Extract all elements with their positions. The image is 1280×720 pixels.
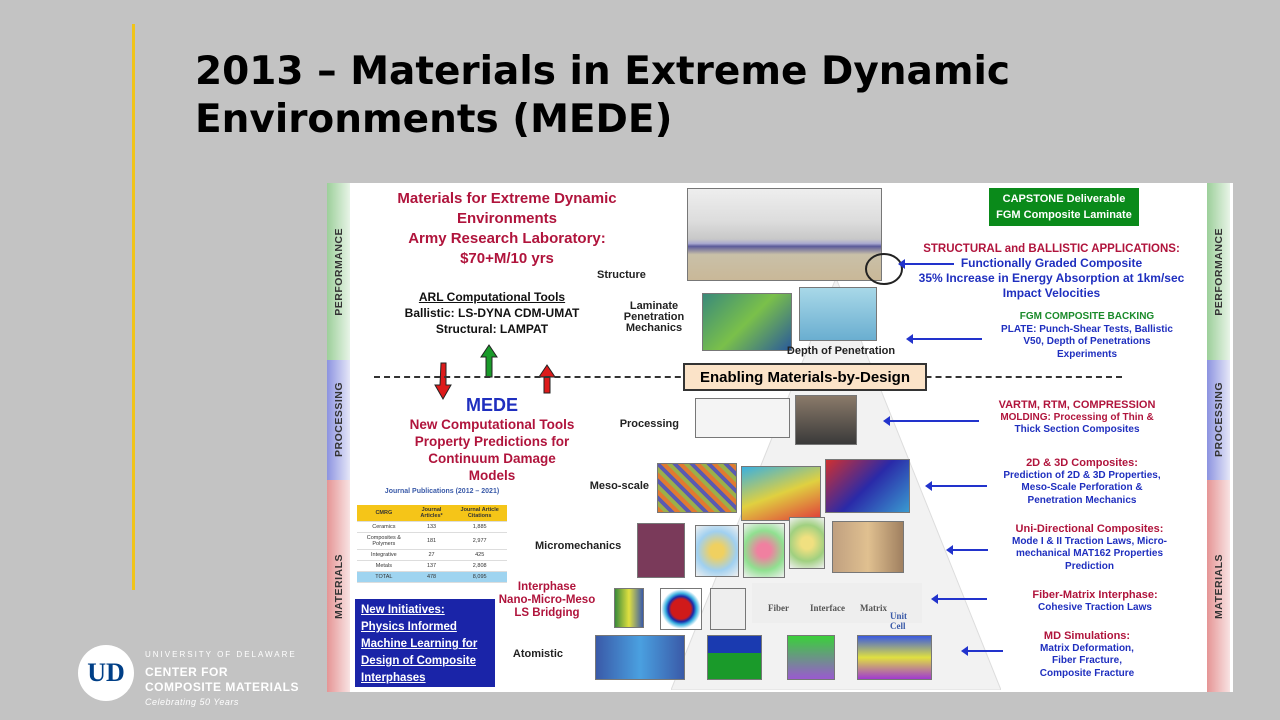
processing-diagram — [695, 398, 790, 438]
arrow-md — [961, 646, 1003, 656]
level-structure: Structure — [597, 269, 646, 281]
arrow-uni — [946, 545, 988, 555]
mede-text: MEDE New Computational Tools Property Pr… — [409, 395, 575, 483]
stage-processing-right: PROCESSING — [1207, 360, 1230, 480]
interphase-image-3 — [710, 588, 746, 630]
logo-text: UNIVERSITY OF DELAWARE CENTER FOR COMPOS… — [145, 650, 299, 707]
new-initiatives-box: New Initiatives: Physics Informed Machin… — [355, 599, 495, 687]
stage-performance-left: PERFORMANCE — [327, 183, 350, 360]
accent-bar — [132, 24, 135, 590]
micro-image-2 — [695, 525, 739, 577]
fgm-text: FGM COMPOSITE BACKING PLATE: Punch-Shear… — [1001, 311, 1173, 360]
stage-performance-right: PERFORMANCE — [1207, 183, 1230, 360]
atomistic-image-3 — [787, 635, 835, 680]
laminate-image — [702, 293, 792, 351]
logo-center-2: COMPOSITE MATERIALS — [145, 680, 299, 694]
atomistic-image-1 — [595, 635, 685, 680]
logo-center-1: CENTER FOR — [145, 665, 228, 679]
level-meso: Meso-scale — [589, 480, 649, 492]
header-text: Materials for Extreme Dynamic Environmen… — [397, 190, 617, 267]
composites-text: 2D & 3D Composites: Prediction of 2D & 3… — [1003, 457, 1161, 506]
structure-diagram — [687, 188, 882, 281]
level-atomistic: Atomistic — [512, 648, 563, 660]
md-text: MD Simulations: Matrix Deformation, Fibe… — [1039, 630, 1135, 679]
arrow-fgm — [906, 334, 982, 344]
arl-tools: ARL Computational Tools Ballistic: LS-DY… — [404, 290, 580, 336]
meso-image-2 — [741, 466, 821, 521]
journal-caption: Journal Publications (2012 – 2021) — [384, 488, 500, 495]
highlight-circle — [865, 253, 903, 285]
arrow-structural — [898, 259, 954, 269]
vartm-text: VARTM, RTM, COMPRESSION MOLDING: Process… — [998, 399, 1156, 435]
level-processing: Processing — [619, 418, 679, 430]
interphase-image-2 — [660, 588, 702, 630]
micro-image-1 — [637, 523, 685, 578]
structural-text: STRUCTURAL and BALLISTIC APPLICATIONS: F… — [918, 243, 1185, 300]
atomistic-image-2 — [707, 635, 762, 680]
meso-image-3 — [825, 459, 910, 513]
press-image — [795, 395, 857, 445]
ballistic-image — [799, 287, 877, 341]
arrow-composites — [925, 481, 987, 491]
capstone-box: CAPSTONE Deliverable FGM Composite Lamin… — [989, 188, 1139, 226]
logo-tagline: Celebrating 50 Years — [145, 697, 239, 707]
ud-logo: UD — [78, 645, 134, 701]
micro-image-4 — [789, 517, 825, 569]
slide-title: 2013 – Materials in Extreme Dynamic Envi… — [195, 49, 1011, 142]
interphase-image-1 — [614, 588, 644, 628]
atomistic-image-4 — [857, 635, 932, 680]
stage-materials-right: MATERIALS — [1207, 480, 1230, 692]
unit-cell-diagram: Fiber Interface Matrix Unit Cell — [752, 583, 922, 631]
meso-image-1 — [657, 463, 737, 513]
uni-text: Uni-Directional Composites: Mode I & II … — [1011, 523, 1168, 572]
arrow-fiber-matrix — [931, 594, 987, 604]
stage-processing-left: PROCESSING — [327, 360, 350, 480]
mede-figure: PERFORMANCE PROCESSING MATERIALS PERFORM… — [327, 183, 1233, 692]
logo-university: UNIVERSITY OF DELAWARE — [145, 650, 297, 659]
level-micro: Micromechanics — [535, 540, 622, 552]
enabling-box: Enabling Materials-by-Design — [683, 363, 927, 391]
level-laminate: Laminate Penetration Mechanics — [623, 300, 685, 334]
fiber-matrix-text: Fiber-Matrix Interphase: Cohesive Tracti… — [1032, 589, 1158, 613]
flow-arrows — [434, 344, 556, 401]
stage-materials-left: MATERIALS — [327, 480, 350, 692]
level-depth: Depth of Penetration — [786, 345, 896, 357]
micro-image-5 — [832, 521, 904, 573]
micro-image-3 — [743, 523, 785, 578]
level-interphase: Interphase Nano-Micro-Meso LS Bridging — [498, 581, 596, 619]
arrow-vartm — [883, 416, 979, 426]
